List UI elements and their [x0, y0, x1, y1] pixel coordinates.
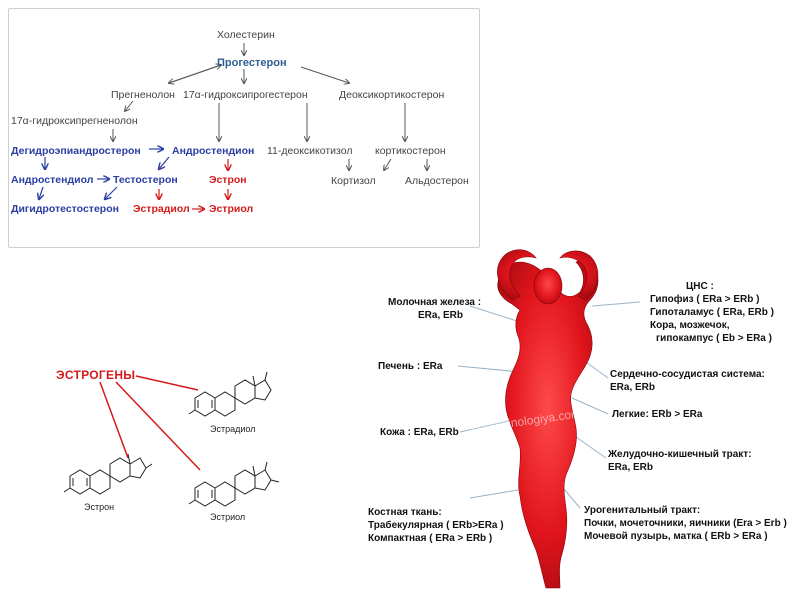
- estrogen-structures: [63, 371, 280, 507]
- testosterone-node: Тестостерон: [113, 174, 178, 186]
- estradiol-molecule: [188, 371, 272, 417]
- estradiol-label: Эстрадиол: [210, 424, 256, 434]
- androstenediol-node: Андростендиол: [11, 174, 94, 186]
- mammary-line-1: Молочная железа :: [388, 297, 482, 308]
- gi-line-2: ERa, ERb: [608, 462, 654, 473]
- gi-label: Желудочно-кишечный тракт: ERa, ERb: [608, 448, 752, 474]
- deoxycorticosterone-node: Деоксикортикостерон: [339, 89, 445, 101]
- estrone-label: Эстрон: [84, 502, 115, 512]
- cardio-line-2: ERa, ERb: [610, 382, 656, 393]
- cns-line-3: Гипоталамус ( ERa, ERb ): [650, 307, 774, 318]
- pathway-arrows: [9, 43, 481, 249]
- leader-lines: [457, 301, 641, 509]
- cortisol-node: Кортизол: [331, 175, 376, 187]
- cns-line-5: гипокампус ( Eb > ERa ): [656, 333, 772, 344]
- aldosterone-node: Альдостерон: [405, 175, 469, 187]
- estriol-molecule: [188, 461, 280, 507]
- cns-label: ЦНС : Гипофиз ( ERa > ERb ) Гипоталамус …: [650, 280, 774, 345]
- progesterone-node: Прогестерон: [217, 57, 287, 69]
- lungs-line: Легкие: ERb > ERa: [612, 409, 703, 420]
- hydroxyprogesterone-node: 17α-гидроксипрогестерон: [183, 89, 308, 101]
- estriol-node: Эстриол: [209, 203, 254, 215]
- bone-label: Костная ткань: Трабекулярная ( ERb>ERa )…: [368, 506, 504, 545]
- uro-label: Урогенитальный тракт: Почки, мочеточники…: [584, 504, 787, 543]
- dhea-node: Дегидроэпиандростерон: [11, 145, 141, 157]
- estrone-node: Эстрон: [209, 174, 247, 186]
- uro-line-2: Почки, мочеточники, яичники (Era > Erb ): [584, 518, 787, 529]
- steroid-pathway-panel: Холестерин Прогестерон Прегненолон 17α-г…: [8, 8, 480, 248]
- corticosterone-node: кортикостерон: [375, 145, 446, 157]
- uro-line-1: Урогенитальный тракт:: [584, 505, 701, 516]
- dht-node: Дигидротестостерон: [11, 203, 119, 215]
- bone-line-1: Костная ткань:: [368, 507, 442, 518]
- estrogens-title: ЭСТРОГЕНЫ: [56, 368, 136, 382]
- hydroxypregnenolone-node: 17α-гидроксипрегненолон: [11, 115, 138, 127]
- estrone-molecule: [63, 453, 153, 495]
- uro-line-3: Мочевой пузырь, матка ( ERb > ERa ): [584, 531, 768, 542]
- lungs-label: Легкие: ERb > ERa: [612, 408, 702, 421]
- gi-line-1: Желудочно-кишечный тракт:: [608, 449, 752, 460]
- cardio-line-1: Сердечно-сосудистая система:: [610, 369, 765, 380]
- bone-line-2: Трабекулярная ( ERb>ERa ): [368, 520, 504, 531]
- deoxycortisol-node: 11-деоксикотизол: [267, 145, 353, 157]
- raised-arms: [497, 249, 599, 301]
- cns-line-2: Гипофиз ( ERa > ERb ): [650, 294, 760, 305]
- estrogens-panel: ЭСТРОГЕНЫ Эстрадиол Эстрон Эстриол: [50, 330, 300, 550]
- mammary-label: Молочная железа : ERa, ERb: [388, 296, 481, 322]
- cholesterol-node: Холестерин: [217, 29, 275, 41]
- head: [533, 267, 563, 305]
- liver-line: Печень : ERa: [378, 361, 443, 372]
- cns-line-1: ЦНС :: [686, 281, 714, 292]
- androstenedione-node: Андростендион: [172, 145, 255, 157]
- cns-line-4: Кора, мозжечок,: [650, 320, 730, 331]
- estradiol-node: Эстрадиол: [133, 203, 190, 215]
- pregnenolone-node: Прегненолон: [111, 89, 175, 101]
- estriol-label: Эстриол: [210, 512, 246, 522]
- skin-label: Кожа : ERa, ERb: [380, 426, 459, 439]
- liver-label: Печень : ERa: [378, 360, 442, 373]
- bone-line-3: Компактная ( ERa > ERb ): [368, 533, 493, 544]
- mammary-line-2: ERa, ERb: [418, 310, 464, 321]
- skin-line: Кожа : ERa, ERb: [380, 427, 459, 438]
- cardio-label: Сердечно-сосудистая система: ERa, ERb: [610, 368, 765, 394]
